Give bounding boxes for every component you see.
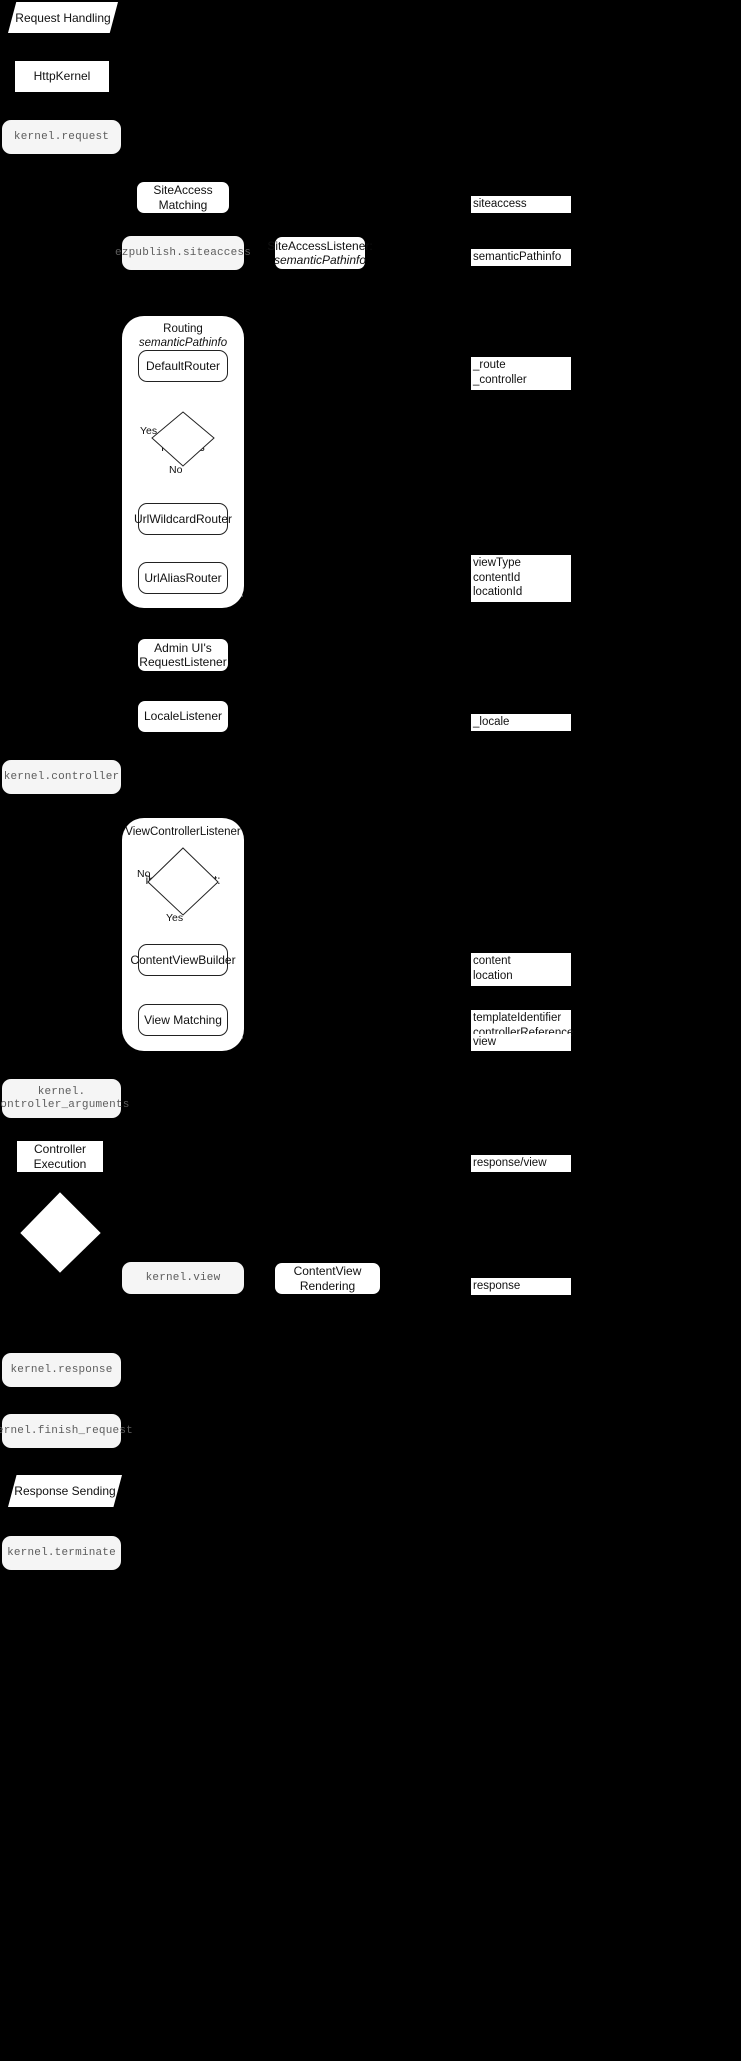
node-label-line2: RequestListener [139, 655, 227, 669]
event-label: kernel.response [10, 1363, 113, 1376]
node-controller-execution[interactable]: Controller Execution [17, 1141, 103, 1172]
node-locale-listener[interactable]: LocaleListener [138, 701, 228, 732]
node-label: SiteAccess Matching [153, 183, 213, 212]
event-kernel-controller-arguments[interactable]: kernel. controller_arguments [0, 1079, 129, 1118]
event-kernel-view[interactable]: kernel.view [122, 1262, 244, 1294]
phase-label: Request Handling [15, 10, 111, 25]
event-kernel-response[interactable]: kernel.response [2, 1353, 121, 1387]
event-label: ezpublish.siteaccess [114, 246, 252, 259]
node-label: UrlWildcardRouter [133, 511, 233, 526]
attr-box-response-view: response/view [471, 1155, 571, 1172]
event-kernel-finish-request[interactable]: kernel.finish_request [0, 1414, 133, 1448]
decision-controller-returns-response-label: Controller returns a Response [35, 1213, 87, 1253]
edge-label-route-yes: Yes [140, 425, 158, 437]
phase-label: Response Sending [14, 1484, 116, 1498]
node-label: LocaleListener [143, 709, 223, 724]
event-label: kernel.request [13, 130, 110, 143]
event-kernel-controller[interactable]: kernel.controller [2, 760, 121, 794]
node-content-view-builder[interactable]: ContentViewBuilder [130, 944, 236, 976]
decision-route-matches-label: A route matches [161, 428, 205, 454]
attr-box-response: response [471, 1278, 571, 1295]
node-label: View Matching [144, 1012, 222, 1027]
event-label: kernel.finish_request [0, 1424, 133, 1437]
node-label-line2: semanticPathinfo [273, 253, 367, 267]
group-routing-title-line1: Routing semanticPathinfo [138, 323, 228, 349]
attr-box-locale: _locale [471, 714, 571, 731]
event-kernel-request[interactable]: kernel.request [2, 120, 121, 154]
event-label-line1: kernel. [37, 1085, 86, 1098]
node-label-line1: SiteAccessListener: [267, 238, 373, 253]
event-ezpublish-siteaccess[interactable]: ezpublish.siteaccess [115, 236, 251, 270]
node-url-alias-router[interactable]: UrlAliasRouter [138, 562, 228, 594]
event-label: kernel.terminate [7, 1546, 116, 1559]
group-view-controller-listener-title: ViewControllerListener [125, 826, 241, 838]
edge-label-ibexa-no: No [137, 868, 151, 880]
phase-banner-response-sending: Response Sending [8, 1475, 122, 1507]
node-url-wildcard-router[interactable]: UrlWildcardRouter [134, 503, 232, 535]
phase-banner-request-handling: Request Handling [8, 2, 118, 33]
node-admin-ui-request-listener[interactable]: Admin UI's RequestListener [138, 639, 228, 671]
attr-box-siteaccess: siteaccess [471, 196, 571, 213]
event-label: kernel.controller [3, 770, 120, 783]
event-label-line2: controller_arguments [0, 1098, 130, 1111]
node-contentview-rendering[interactable]: ContentView Rendering [275, 1263, 380, 1294]
node-view-matching[interactable]: View Matching [138, 1004, 228, 1036]
node-label: Controller Execution [33, 1142, 87, 1171]
attr-box-route-controller: _route _controller [471, 357, 571, 390]
node-default-router[interactable]: DefaultRouter [138, 350, 228, 382]
node-label: ContentViewBuilder [130, 952, 236, 967]
node-label: ContentView Rendering [293, 1264, 362, 1293]
decision-ibexa-content-label: ibexa_content: [145, 875, 221, 887]
node-siteaccess-listener[interactable]: SiteAccessListener: semanticPathinfo [267, 237, 373, 269]
attr-box-view-content-location: viewType contentId locationId [471, 555, 571, 602]
attr-box-view: view [471, 1034, 571, 1051]
attr-box-semantic-pathinfo: semanticPathinfo [471, 249, 571, 266]
event-label: kernel.view [145, 1271, 221, 1284]
node-label: HttpKernel [33, 69, 91, 84]
edge-label-route-no: No [169, 464, 183, 476]
edge-label-ibexa-yes: Yes [166, 912, 184, 924]
node-label-line1: Admin UI's [154, 640, 212, 655]
node-label: UrlAliasRouter [144, 570, 222, 585]
event-kernel-terminate[interactable]: kernel.terminate [2, 1536, 121, 1570]
attr-box-content-location: content location [471, 953, 571, 986]
node-label: DefaultRouter [145, 358, 221, 373]
node-http-kernel[interactable]: HttpKernel [15, 61, 109, 92]
node-siteaccess-matching[interactable]: SiteAccess Matching [137, 182, 229, 213]
